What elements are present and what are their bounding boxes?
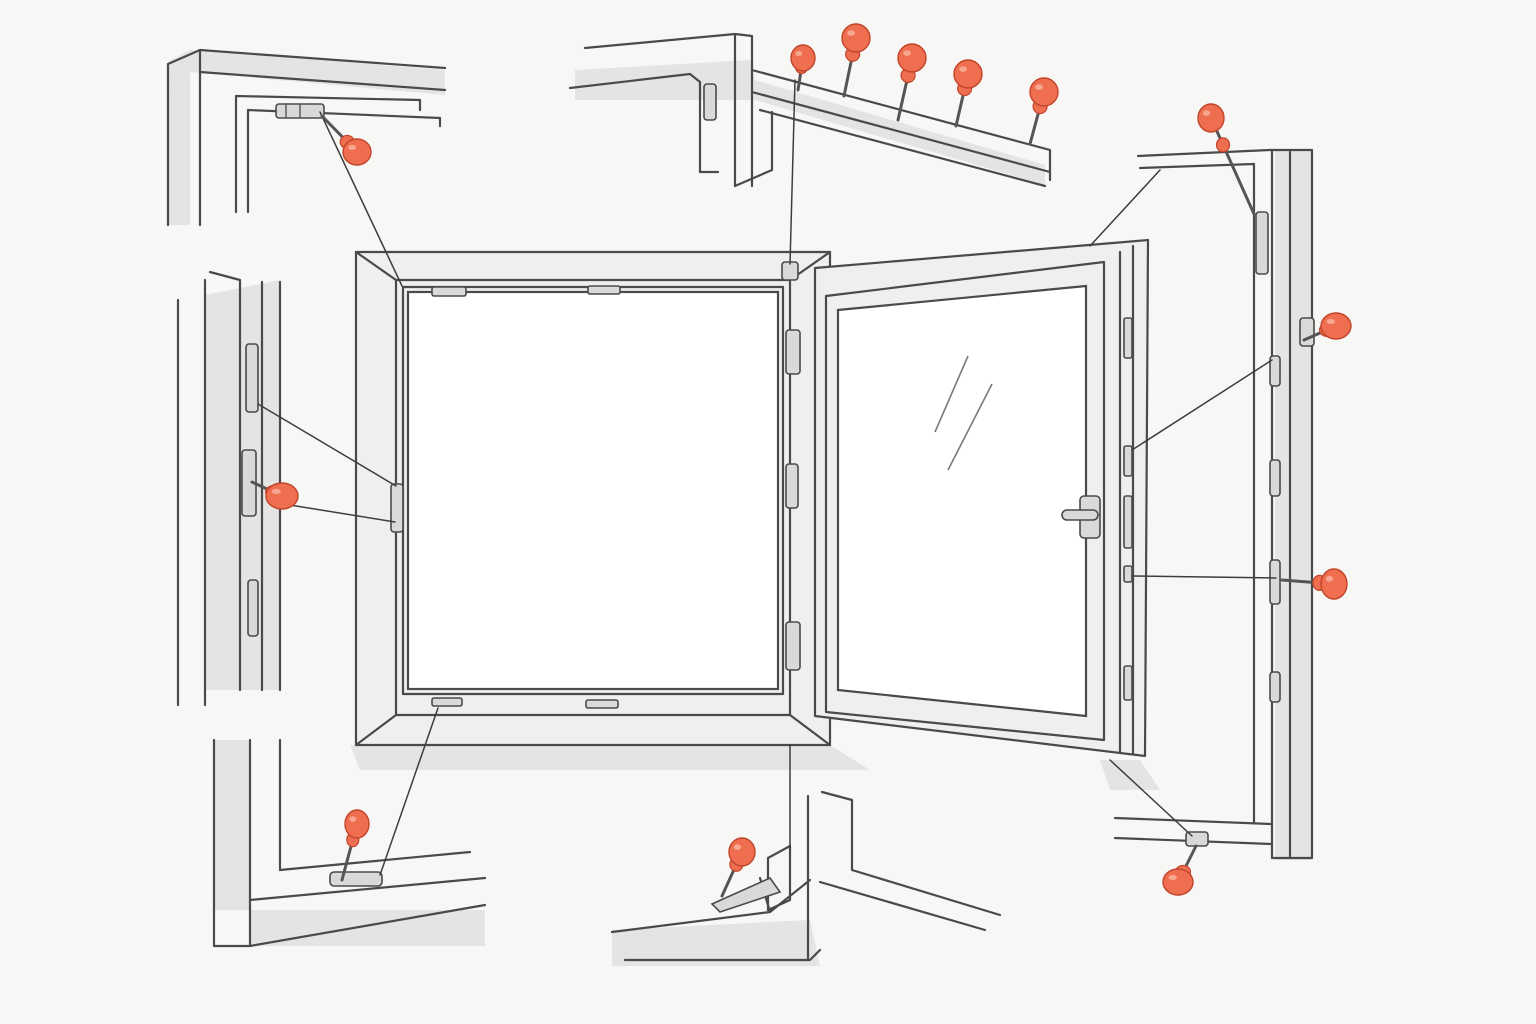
leader-lines	[257, 79, 1277, 876]
left-jamb-keep-top	[245, 343, 259, 413]
leader-line-6	[1131, 359, 1273, 451]
pin-marker-13	[1162, 844, 1198, 896]
detail-top-hinge-rail	[568, 32, 1052, 188]
leader-line-3	[1089, 169, 1161, 247]
glass-glint	[934, 355, 993, 471]
upper-hinge	[785, 329, 801, 375]
right-jamb-keep-4	[1269, 559, 1281, 605]
pin-marker-7	[1197, 103, 1256, 216]
lower-hinge	[785, 621, 801, 671]
pin-marker-10	[250, 480, 299, 510]
left-side-keep	[390, 483, 404, 533]
pin-marker-2	[790, 44, 816, 92]
sash-keep-5	[1123, 665, 1133, 701]
pin-marker-1	[320, 114, 372, 166]
pin-marker-9	[1280, 568, 1348, 600]
pin-marker-8	[1302, 312, 1352, 342]
leader-line-10	[1109, 759, 1193, 837]
bottom-left-stay	[329, 871, 383, 887]
top-keep-2	[587, 285, 621, 295]
right-jamb-striker	[1299, 317, 1315, 347]
right-jamb-keep-2	[1269, 355, 1281, 387]
top-keep-1	[431, 286, 467, 297]
leader-line-8	[379, 707, 439, 876]
sash-keep-1	[1123, 317, 1133, 359]
pin-marker-6	[1028, 77, 1059, 146]
left-glass-pane	[406, 290, 780, 691]
right-jamb-keep-3	[1269, 459, 1281, 497]
bottom-center-stay-arm	[710, 877, 782, 913]
bottom-keep-1	[431, 697, 463, 707]
pin-marker-12	[720, 837, 756, 898]
leader-line-7	[1131, 575, 1277, 579]
window-handle[interactable]	[1061, 495, 1101, 539]
pin-markers	[250, 23, 1352, 898]
sash-keep-3	[1123, 495, 1133, 549]
middle-keep	[785, 463, 799, 509]
detail-top-left-corner	[166, 48, 447, 227]
leader-line-5	[289, 504, 396, 523]
top-rail-keep	[703, 83, 717, 121]
sash-keep-2	[1123, 445, 1133, 477]
leader-line-4	[257, 403, 397, 487]
pin-marker-11	[340, 809, 370, 882]
leader-line-1	[319, 111, 403, 287]
pin-marker-4	[896, 43, 927, 122]
main-window	[350, 238, 1160, 790]
fixed-frame	[354, 250, 832, 747]
bottom-keep-2	[585, 699, 619, 709]
sash-keep-4	[1123, 565, 1133, 583]
right-jamb-keep-5	[1269, 671, 1281, 703]
pin-marker-5	[953, 59, 983, 128]
right-jamb-keep-top	[1255, 211, 1269, 275]
pin-marker-3	[841, 23, 871, 98]
left-jamb-keep-bottom	[247, 579, 259, 637]
detail-left-jamb	[176, 270, 282, 707]
detail-bottom-center-stay	[610, 790, 1002, 966]
open-sash	[813, 238, 1150, 758]
leader-line-2	[789, 79, 796, 265]
right-glass-pane	[836, 284, 1088, 718]
